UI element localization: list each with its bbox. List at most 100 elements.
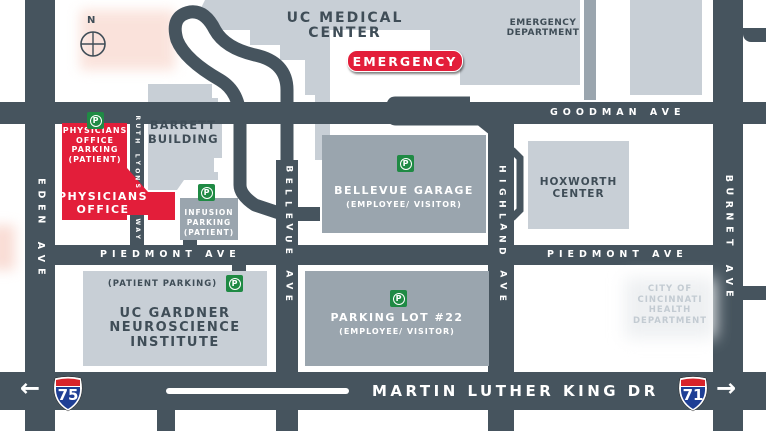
street-letter: A — [723, 264, 735, 272]
uc-medical-center-label: UC MEDICAL CENTER — [286, 10, 404, 42]
street-letter: V — [282, 223, 293, 231]
street-letter: H — [133, 137, 141, 143]
emergency-badge[interactable]: EMERGENCY — [347, 50, 463, 72]
street-letter: L — [133, 153, 141, 158]
goodman-ave-label: GOODMAN AVE — [550, 107, 686, 118]
street-letter: E — [723, 290, 735, 297]
street-letter: L — [496, 212, 507, 219]
street-letter: O — [133, 167, 141, 173]
medical-center-annex — [630, 0, 702, 95]
street-letter: S — [133, 183, 141, 188]
bellevue-garage — [322, 135, 486, 233]
street-letter: D — [496, 246, 507, 255]
parking-lot-22-label: PARKING LOT #22 (EMPLOYEE/ VISITOR) — [330, 311, 464, 337]
street-letter: Y — [133, 160, 141, 165]
street-letter: E — [35, 178, 47, 185]
piedmont-ave-road — [25, 245, 743, 265]
bellevue-stub — [298, 207, 320, 221]
west-arrow-icon: ← — [20, 374, 41, 402]
street-letter — [495, 261, 507, 264]
east-arrow-icon: → — [716, 374, 737, 402]
interstate-71-number: 71 — [682, 386, 704, 404]
decorative-blur — [0, 225, 15, 270]
street-letter: E — [282, 177, 293, 184]
street-letter: B — [723, 174, 735, 183]
street-letter: V — [723, 277, 735, 285]
street-letter: H — [496, 165, 507, 173]
street-letter: E — [282, 247, 293, 254]
service-drive — [584, 0, 596, 100]
health-department-label: CITY OF CINCINNATI HEALTH DEPARTMENT — [632, 284, 708, 326]
street-letter: U — [723, 187, 735, 196]
emergency-department-label: EMERGENCY DEPARTMENT — [506, 18, 580, 38]
street-letter: A — [133, 226, 141, 232]
street-letter: R — [723, 200, 735, 208]
physicians-office-parking-label: PHYSICIANS OFFICE PARKING (PATIENT) — [62, 126, 128, 164]
health-department-area — [625, 278, 715, 338]
mlk-dr-road — [0, 372, 766, 410]
street-letter: E — [35, 267, 47, 275]
parking-lot-22 — [305, 271, 489, 366]
parking-icon-gardner[interactable]: P — [226, 275, 243, 292]
interstate-71-shield-icon — [678, 376, 708, 412]
street-letter: I — [496, 178, 507, 183]
street-letter: A — [35, 241, 47, 250]
street-letter: N — [133, 175, 141, 181]
street-letter: U — [133, 122, 141, 128]
street-letter: A — [496, 270, 507, 278]
eden-ave-road — [25, 0, 55, 431]
street-letter: T — [133, 130, 141, 135]
compass-label: N — [87, 15, 96, 26]
street-letter: R — [133, 115, 141, 121]
street-letter: N — [723, 212, 735, 221]
street-letter: N — [496, 235, 507, 243]
street-letter: L — [282, 201, 293, 207]
gardner-stub — [232, 265, 246, 273]
street-letter: V — [282, 282, 293, 290]
hoxworth-center-label: HOXWORTH CENTER — [539, 176, 618, 200]
mlk-median — [166, 388, 349, 394]
hoxworth-center — [528, 141, 629, 229]
goodman-ave-road — [0, 102, 766, 124]
parking-icon-infusion[interactable]: P — [198, 184, 215, 201]
infusion-parking-label: INFUSION PARKING (PATIENT) — [183, 208, 235, 237]
street-letter — [133, 147, 141, 149]
street-letter: W — [133, 218, 141, 226]
barrett-building-label: BARRETT BUILDING — [148, 118, 219, 147]
emergency-badge-label: EMERGENCY — [352, 53, 458, 69]
street-letter: Y — [133, 234, 141, 239]
mlk-south-stub-1 — [157, 408, 175, 431]
bellevue-ave-road — [276, 160, 298, 431]
mlk-dr-label: MARTIN LUTHER KING DR — [372, 382, 659, 400]
infusion-stub — [183, 240, 197, 248]
gardner-institute-label: UC GARDNER NEUROSCIENCE INSTITUTE — [109, 306, 241, 350]
burnet-ave-road — [713, 0, 743, 431]
parking-icon-physicians[interactable]: P — [87, 112, 104, 129]
parking-icon-lot-22[interactable]: P — [390, 290, 407, 307]
street-letter: U — [282, 235, 293, 243]
street-letter: T — [723, 239, 735, 246]
street-letter: V — [35, 254, 47, 262]
street-letter: E — [282, 212, 293, 219]
street-letter: B — [282, 165, 293, 173]
street-letter: N — [35, 215, 47, 224]
street-letter: A — [496, 223, 507, 231]
burnet-connector-south — [743, 286, 766, 300]
street-letter: A — [282, 270, 293, 278]
street-letter: L — [282, 189, 293, 196]
infusion-parking — [180, 198, 238, 240]
street-letter: D — [35, 190, 47, 199]
street-letter: G — [496, 188, 507, 196]
piedmont-ave-east-label: PIEDMONT AVE — [547, 249, 688, 260]
parking-icon-bellevue-garage[interactable]: P — [397, 155, 414, 172]
bellevue-garage-label: BELLEVUE GARAGE (EMPLOYEE/ VISITOR) — [334, 184, 474, 210]
street-letter — [34, 231, 47, 234]
